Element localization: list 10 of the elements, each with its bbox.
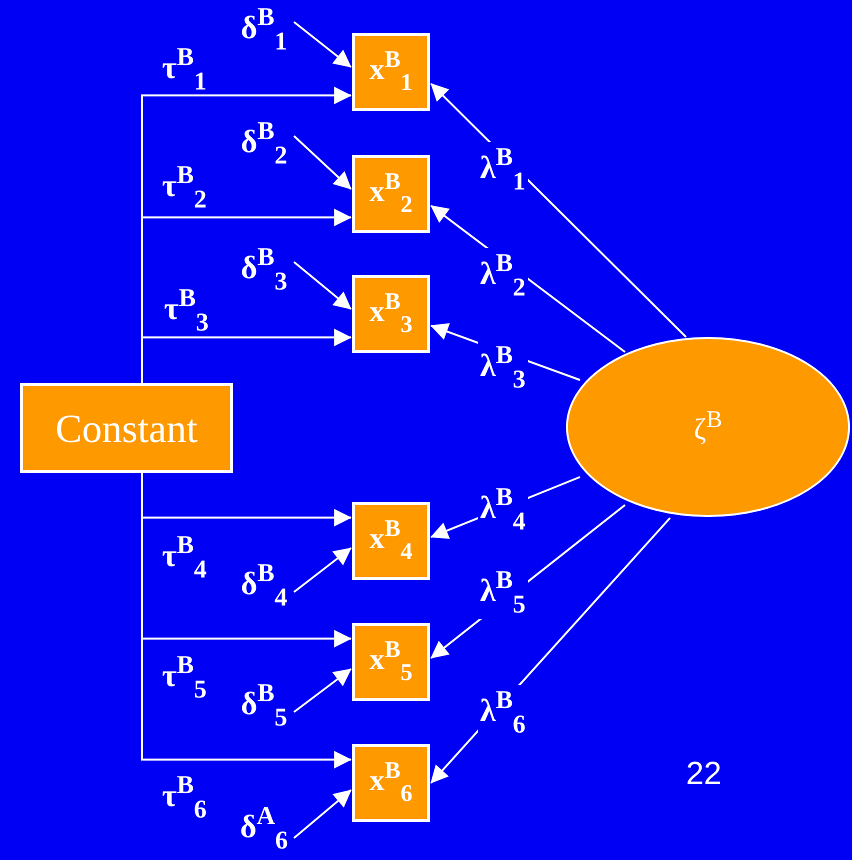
arrow [293,789,352,839]
arrow [293,261,352,310]
arrow [293,135,352,190]
arrow [293,21,352,68]
arrow [293,547,352,593]
arrow [293,668,352,713]
process-box: Constant [20,383,233,473]
arrow [141,328,352,383]
page-number: 22 [686,755,722,792]
latent-label: ζ$^{B}$ [694,407,722,447]
